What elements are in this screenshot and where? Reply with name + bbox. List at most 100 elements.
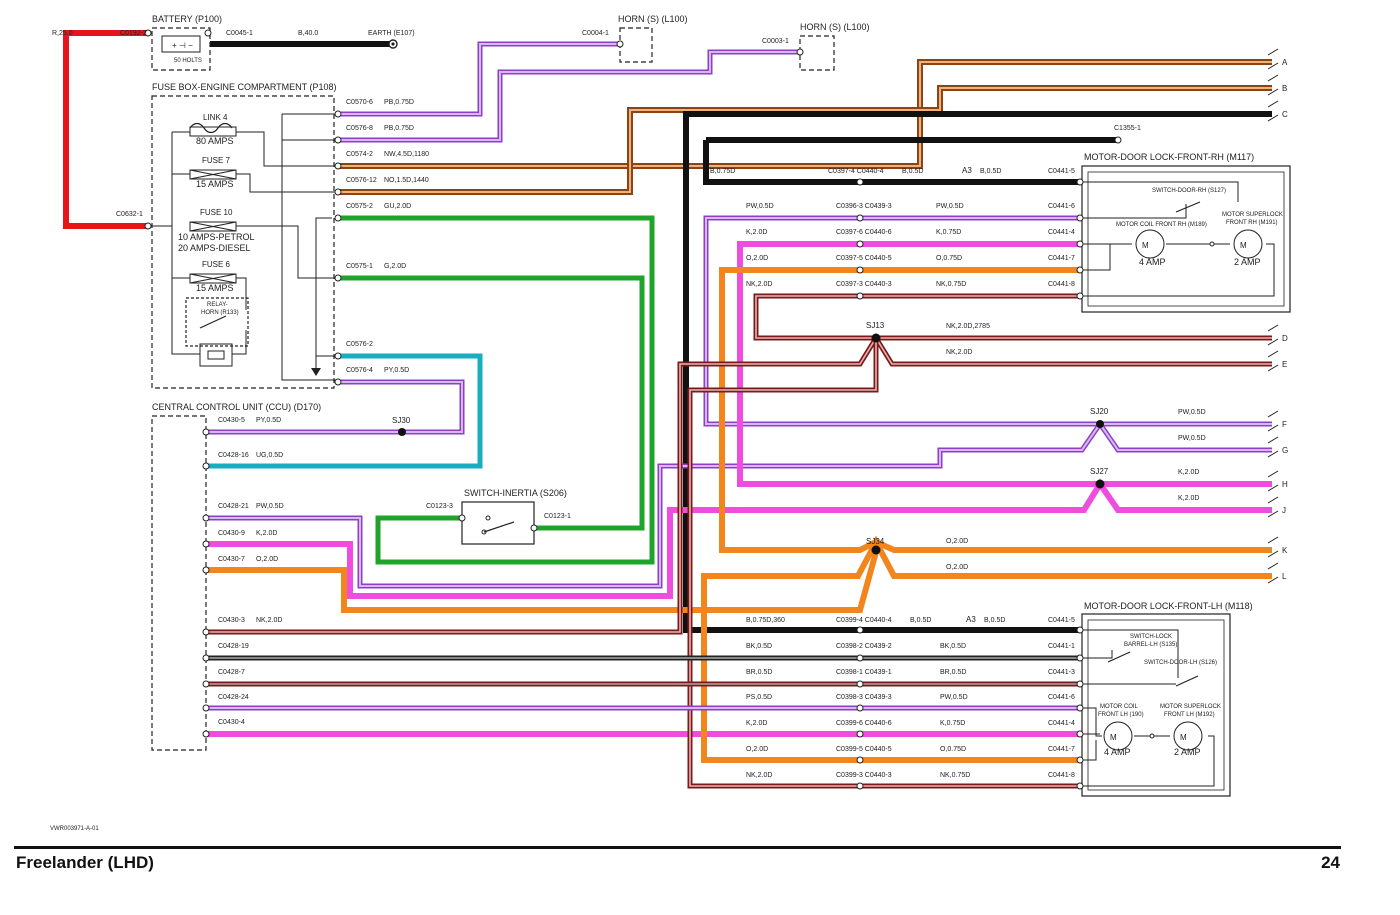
wire-pw-gc <box>208 422 1272 587</box>
lbl-c0428-19: C0428-19 <box>218 643 249 650</box>
connector-pin-9 <box>334 214 342 222</box>
m117-box: M M <box>1080 165 1291 313</box>
m117-switch: SWITCH-DOOR-RH (S127) <box>1152 188 1226 194</box>
sj20-dot <box>1096 420 1104 428</box>
relay-label-1: RELAY- <box>207 302 228 308</box>
edge-ref-label-E: E <box>1282 360 1287 369</box>
lbl-c0441-6: C0441-6 <box>1048 203 1075 210</box>
fusebox-title: FUSE BOX-ENGINE COMPARTMENT (P108) <box>152 82 337 92</box>
lbl-c0576-12: C0576-12 <box>346 177 377 184</box>
edge-ref-H: H <box>1267 470 1288 492</box>
battery: + ⊣ − 50 HOLTS <box>151 27 211 71</box>
lbl-b40: B,40.0 <box>298 30 318 37</box>
horn-2-title: HORN (S) (L100) <box>800 22 870 32</box>
connector-pin-8 <box>334 188 342 196</box>
wire-ug <box>208 353 483 469</box>
lbl-lh-b05: B,0.5D <box>910 617 931 624</box>
lbl-pb1: PB,0.75D <box>384 99 414 106</box>
inertia-switch <box>461 501 535 545</box>
lbl-sj34: SJ34 <box>866 537 885 546</box>
connector-pin-46 <box>1076 704 1084 712</box>
lbl-ug: UG,0.5D <box>256 452 283 459</box>
lbl-c0441-4: C0441-4 <box>1048 229 1075 236</box>
sj34-dot <box>871 545 881 555</box>
m118-super1: MOTOR SUPERLOCK <box>1160 704 1221 710</box>
lbl-nk20d: NK,2.0D <box>746 281 772 288</box>
edge-ref-label-H: H <box>1282 480 1288 489</box>
lbl-k20d-j: K,2.0D <box>1178 495 1199 502</box>
lbl-a3-2: A3 <box>966 615 976 624</box>
edge-ref-label-J: J <box>1282 506 1286 515</box>
edge-ref-label-G: G <box>1282 446 1288 455</box>
lbl-lh-br: BR,0.5D <box>746 669 772 676</box>
connector-pin-4 <box>144 222 152 230</box>
lbl-lh-br2: BR,0.5D <box>940 669 966 676</box>
wire-brown-b2c <box>340 87 1272 193</box>
edge-ref-label-L: L <box>1282 572 1287 581</box>
footer-title: Freelander (LHD) <box>16 853 154 872</box>
lbl-c0398-2: C0398-2 C0439-2 <box>836 643 892 650</box>
lbl-lh-o2: O,0.75D <box>940 746 966 753</box>
edge-ref-label-A: A <box>1282 58 1288 67</box>
wire-g <box>340 275 645 531</box>
connector-pin-37 <box>856 654 864 662</box>
svg-text:M: M <box>1180 733 1187 742</box>
lbl-gu: GU,2.0D <box>384 203 411 210</box>
ccu-box <box>151 415 207 751</box>
svg-text:M: M <box>1142 241 1149 250</box>
wires <box>63 30 1272 789</box>
lbl-lh-b: B,0.75D,360 <box>746 617 785 624</box>
connector-pin-35 <box>1076 292 1084 300</box>
lbl-c0441-8: C0441-8 <box>1048 281 1075 288</box>
connector-pin-12 <box>334 378 342 386</box>
lbl-c0441-5b: C0441-5 <box>1048 617 1075 624</box>
lbl-c0397-4: C0397-4 C0440-4 <box>828 168 884 175</box>
m118-amp2: 2 AMP <box>1174 747 1201 757</box>
edge-ref-D: D <box>1267 324 1288 346</box>
connector-pin-15 <box>202 514 210 522</box>
lbl-c0045-1: C0045-1 <box>226 30 253 37</box>
horn-1-title: HORN (S) (L100) <box>618 14 688 24</box>
lbl-c0575-1: C0575-1 <box>346 263 373 270</box>
lbl-c1355-1: C1355-1 <box>1114 125 1141 132</box>
connector-pin-1 <box>204 29 212 37</box>
lbl-pb2: PB,0.75D <box>384 125 414 132</box>
connector-pin-3 <box>796 48 804 56</box>
lbl-sj20: SJ20 <box>1090 407 1109 416</box>
connector-pin-11 <box>334 352 342 360</box>
lbl-c0428-16: C0428-16 <box>218 452 249 459</box>
connector-pin-31 <box>1076 178 1084 186</box>
lbl-c0430-9: C0430-9 <box>218 530 245 537</box>
lbl-py1: PY,0.5D <box>384 367 409 374</box>
m118-coil2: FRONT LH (190) <box>1098 712 1144 718</box>
m118-box: M M <box>1080 613 1231 797</box>
relay-icon <box>185 297 249 347</box>
lbl-b075d: B,0.75D <box>710 168 735 175</box>
edge-ref-label-C: C <box>1282 110 1288 119</box>
lbl-lh-o: O,2.0D <box>746 746 768 753</box>
footer-rule <box>14 846 1341 849</box>
fuse6-amps: 15 AMPS <box>196 283 234 293</box>
lbl-nw: NW,4.5D,1180 <box>384 151 429 158</box>
lbl-c0441-7b: C0441-7 <box>1048 746 1075 753</box>
lbl-c0441-4b: C0441-4 <box>1048 720 1075 727</box>
lbl-c0632-1: C0632-1 <box>116 211 143 218</box>
connector-pin-45 <box>1076 680 1084 688</box>
lbl-c0399-3: C0399-3 C0440-3 <box>836 772 892 779</box>
horn-2 <box>799 35 835 71</box>
lbl-sj27: SJ27 <box>1090 467 1109 476</box>
connector-pin-16 <box>202 540 210 548</box>
lbl-c0399-6: C0399-6 C0440-6 <box>836 720 892 727</box>
m118-sw1a: SWITCH-LOCK <box>1130 634 1172 640</box>
edge-ref-J: J <box>1267 496 1286 518</box>
lbl-c0397-6: C0397-6 C0440-6 <box>836 229 892 236</box>
connector-pin-28 <box>856 240 864 248</box>
lbl-c0430-5: C0430-5 <box>218 417 245 424</box>
lbl-c0396-3: C0396-3 C0439-3 <box>836 203 892 210</box>
m117-super1: MOTOR SUPERLOCK <box>1222 212 1283 218</box>
lbl-c0441-6b: C0441-6 <box>1048 694 1075 701</box>
ccu-title: CENTRAL CONTROL UNIT (CCU) (D170) <box>152 402 321 412</box>
lbl-c0123-3: C0123-3 <box>426 503 453 510</box>
